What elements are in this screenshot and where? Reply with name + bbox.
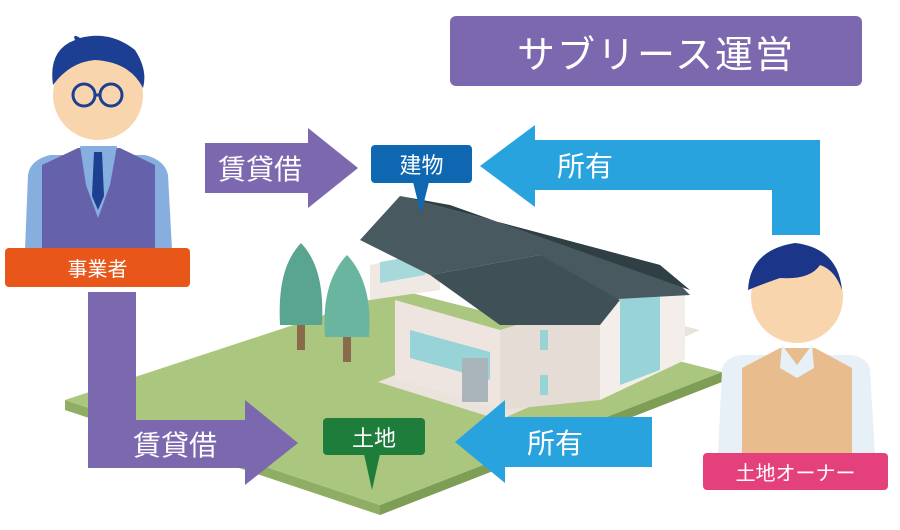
land-owner-avatar bbox=[718, 243, 875, 455]
operator-avatar bbox=[25, 35, 172, 250]
own-land-label: 所有 bbox=[526, 427, 583, 460]
land-owner-label: 土地オーナー bbox=[703, 453, 888, 490]
operator-label: 事業者 bbox=[5, 248, 190, 287]
building-tag: 建物 bbox=[371, 145, 472, 183]
land-tag: 土地 bbox=[323, 418, 425, 455]
own-land-arrow bbox=[455, 400, 652, 483]
own-building-label: 所有 bbox=[556, 150, 613, 183]
building-tag-pointer bbox=[413, 182, 429, 214]
land-tag-pointer bbox=[364, 454, 380, 490]
lease-land-arrow bbox=[88, 292, 298, 485]
lease-building-label: 賃貸借 bbox=[217, 153, 302, 186]
lease-building-arrow bbox=[205, 128, 358, 208]
tree-icon bbox=[279, 243, 370, 362]
page-title: サブリース運営 bbox=[450, 16, 862, 86]
own-building-arrow bbox=[480, 125, 820, 235]
lease-land-label: 賃貸借 bbox=[132, 429, 217, 462]
house-illustration bbox=[360, 196, 700, 420]
